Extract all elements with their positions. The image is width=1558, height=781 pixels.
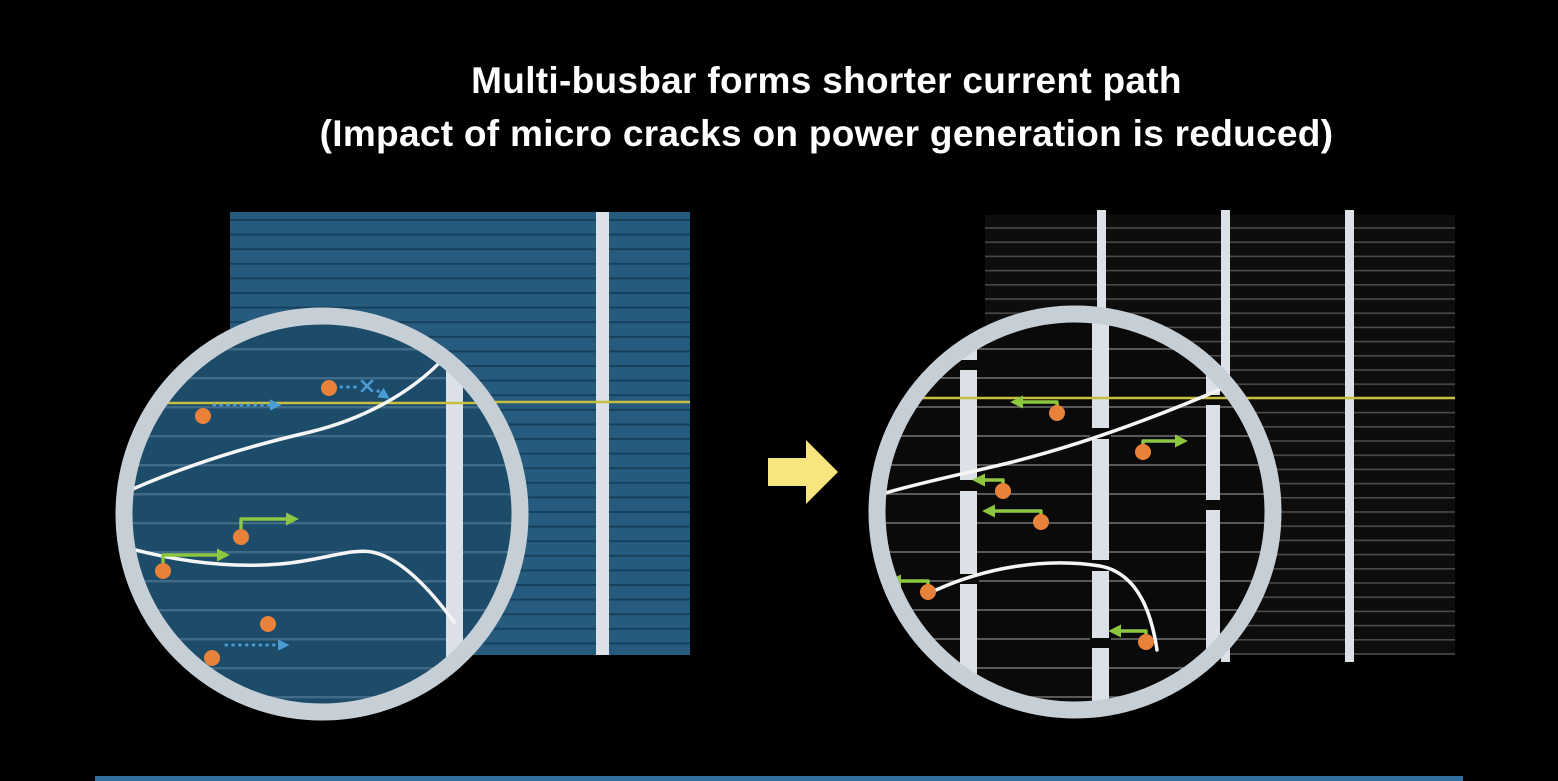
electron-dot xyxy=(233,529,249,545)
busbar-gap xyxy=(1090,638,1111,648)
micro-crack-upper xyxy=(885,384,1230,496)
right-block-arrow-icon xyxy=(768,440,838,504)
micro-crack-lower xyxy=(934,561,1159,652)
multi-busbar-lens-interior xyxy=(885,322,1265,702)
micro-crack-lower xyxy=(132,546,456,624)
blocked-cross-icon xyxy=(360,379,374,393)
magnifier-lens-ring xyxy=(115,307,529,721)
magnified-busbar-3 xyxy=(1206,322,1220,702)
title-line-1: Multi-busbar forms shorter current path xyxy=(471,60,1182,101)
conventional-cell-lens xyxy=(115,307,529,721)
busbar-gap xyxy=(958,480,979,491)
diagram-title: Multi-busbar forms shorter current path … xyxy=(95,54,1558,160)
electron-dot xyxy=(1049,405,1065,421)
blocked-current-path-arrow xyxy=(376,387,390,399)
magnified-busbar-2 xyxy=(1092,322,1109,702)
electron-dot xyxy=(920,584,936,600)
electron-dot xyxy=(1138,634,1154,650)
electron-dot xyxy=(1135,444,1151,460)
multi-busbar-cell-lens xyxy=(868,305,1282,719)
short-current-path-arrow xyxy=(161,548,230,563)
busbar-gap xyxy=(1204,500,1222,510)
title-line-2: (Impact of micro cracks on power generat… xyxy=(319,113,1334,154)
busbar-gap xyxy=(1090,428,1111,439)
electron-dot xyxy=(260,616,276,632)
conventional-lens-interior xyxy=(132,324,512,704)
magnified-cell-surface xyxy=(885,322,1265,702)
electron-dot xyxy=(1033,514,1049,530)
electron-dot xyxy=(321,380,337,396)
busbar-gap xyxy=(958,360,979,370)
electron-dot xyxy=(995,483,1011,499)
conventional-cell-busbar xyxy=(596,212,609,655)
electron-dot xyxy=(195,408,211,424)
magnifier-lens-ring xyxy=(868,305,1282,719)
short-current-path-arrow xyxy=(239,512,299,529)
magnified-busbar-1 xyxy=(960,322,977,702)
electron-dot xyxy=(204,650,220,666)
magnified-busbar xyxy=(446,324,463,704)
micro-crack-upper xyxy=(132,354,448,494)
bottom-divider xyxy=(95,776,1463,781)
electron-dot xyxy=(155,563,171,579)
busbar-gap xyxy=(1204,395,1222,405)
multi-busbar-3 xyxy=(1345,210,1354,662)
